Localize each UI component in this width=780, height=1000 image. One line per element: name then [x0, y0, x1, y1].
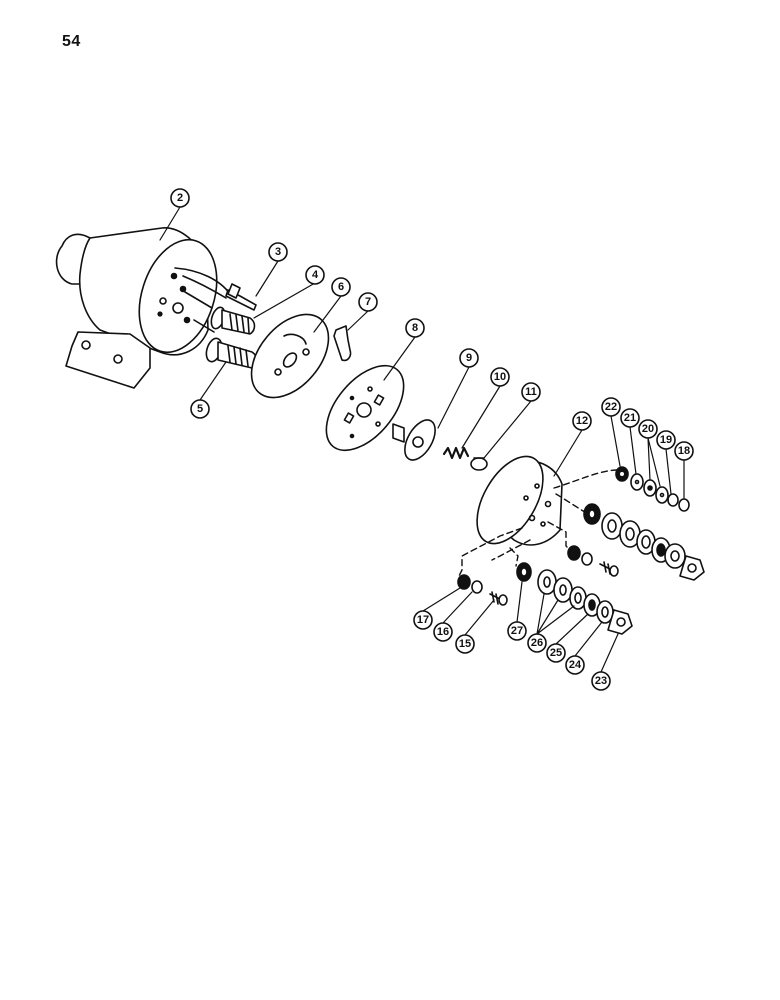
svg-text:23: 23 [595, 675, 607, 687]
svg-text:26: 26 [531, 637, 543, 649]
svg-text:12: 12 [576, 415, 588, 427]
callout-23: 23 [591, 671, 611, 691]
middle-hardware-stack [567, 503, 705, 581]
upper-hardware-stack [615, 466, 690, 512]
svg-text:19: 19 [660, 434, 672, 446]
callout-15: 15 [455, 634, 475, 654]
callout-24: 24 [565, 655, 585, 675]
svg-text:7: 7 [365, 296, 371, 308]
svg-text:15: 15 [459, 638, 471, 650]
callout-bubbles: 2 3 4 5 6 7 8 9 10 11 12 22 21 20 19 18 … [170, 188, 694, 691]
svg-text:17: 17 [417, 614, 429, 626]
callout-26: 26 [527, 633, 547, 653]
callout-27: 27 [507, 621, 527, 641]
terminal-screw-part [225, 283, 257, 311]
svg-text:27: 27 [511, 625, 523, 637]
svg-text:9: 9 [466, 352, 472, 364]
svg-text:20: 20 [642, 423, 654, 435]
solenoid-body-part [55, 227, 231, 389]
callout-2: 2 [170, 188, 190, 208]
terminal-bolt-upper-part [210, 306, 256, 335]
insulator-disc-part [250, 313, 330, 399]
svg-text:5: 5 [197, 403, 203, 415]
terminal-bolt-lower-part [205, 337, 258, 369]
svg-text:10: 10 [494, 371, 506, 383]
callout-7: 7 [358, 292, 378, 312]
callout-16: 16 [433, 622, 453, 642]
callout-5: 5 [190, 399, 210, 419]
retainer-part [470, 457, 488, 471]
plunger-part [392, 419, 436, 461]
svg-text:2: 2 [177, 192, 183, 204]
callout-4: 4 [305, 265, 325, 285]
callout-11: 11 [521, 382, 541, 402]
svg-text:22: 22 [605, 401, 617, 413]
contact-plate-part [325, 364, 405, 452]
spring-part [442, 446, 470, 460]
svg-text:11: 11 [525, 386, 537, 398]
svg-text:21: 21 [624, 412, 636, 424]
callout-10: 10 [490, 367, 510, 387]
page-number: 54 [62, 33, 81, 50]
callout-20: 20 [638, 419, 658, 439]
contact-clip-part [333, 325, 352, 362]
svg-text:6: 6 [338, 281, 344, 293]
svg-text:4: 4 [312, 269, 319, 281]
svg-text:25: 25 [550, 647, 562, 659]
callout-17: 17 [413, 610, 433, 630]
callout-6: 6 [331, 277, 351, 297]
svg-text:16: 16 [437, 626, 449, 638]
housing-cover-part [476, 455, 563, 546]
callout-9: 9 [459, 348, 479, 368]
callout-22: 22 [601, 397, 621, 417]
callout-12: 12 [572, 411, 592, 431]
callout-25: 25 [546, 643, 566, 663]
callout-3: 3 [268, 242, 288, 262]
callout-19: 19 [656, 430, 676, 450]
svg-text:3: 3 [275, 246, 281, 258]
svg-text:18: 18 [678, 445, 690, 457]
callout-21: 21 [620, 408, 640, 428]
callout-18: 18 [674, 441, 694, 461]
lower-hardware-stack [457, 562, 633, 635]
svg-text:24: 24 [569, 659, 582, 671]
leader-lines [159, 206, 685, 673]
svg-text:8: 8 [412, 322, 418, 334]
callout-8: 8 [405, 318, 425, 338]
